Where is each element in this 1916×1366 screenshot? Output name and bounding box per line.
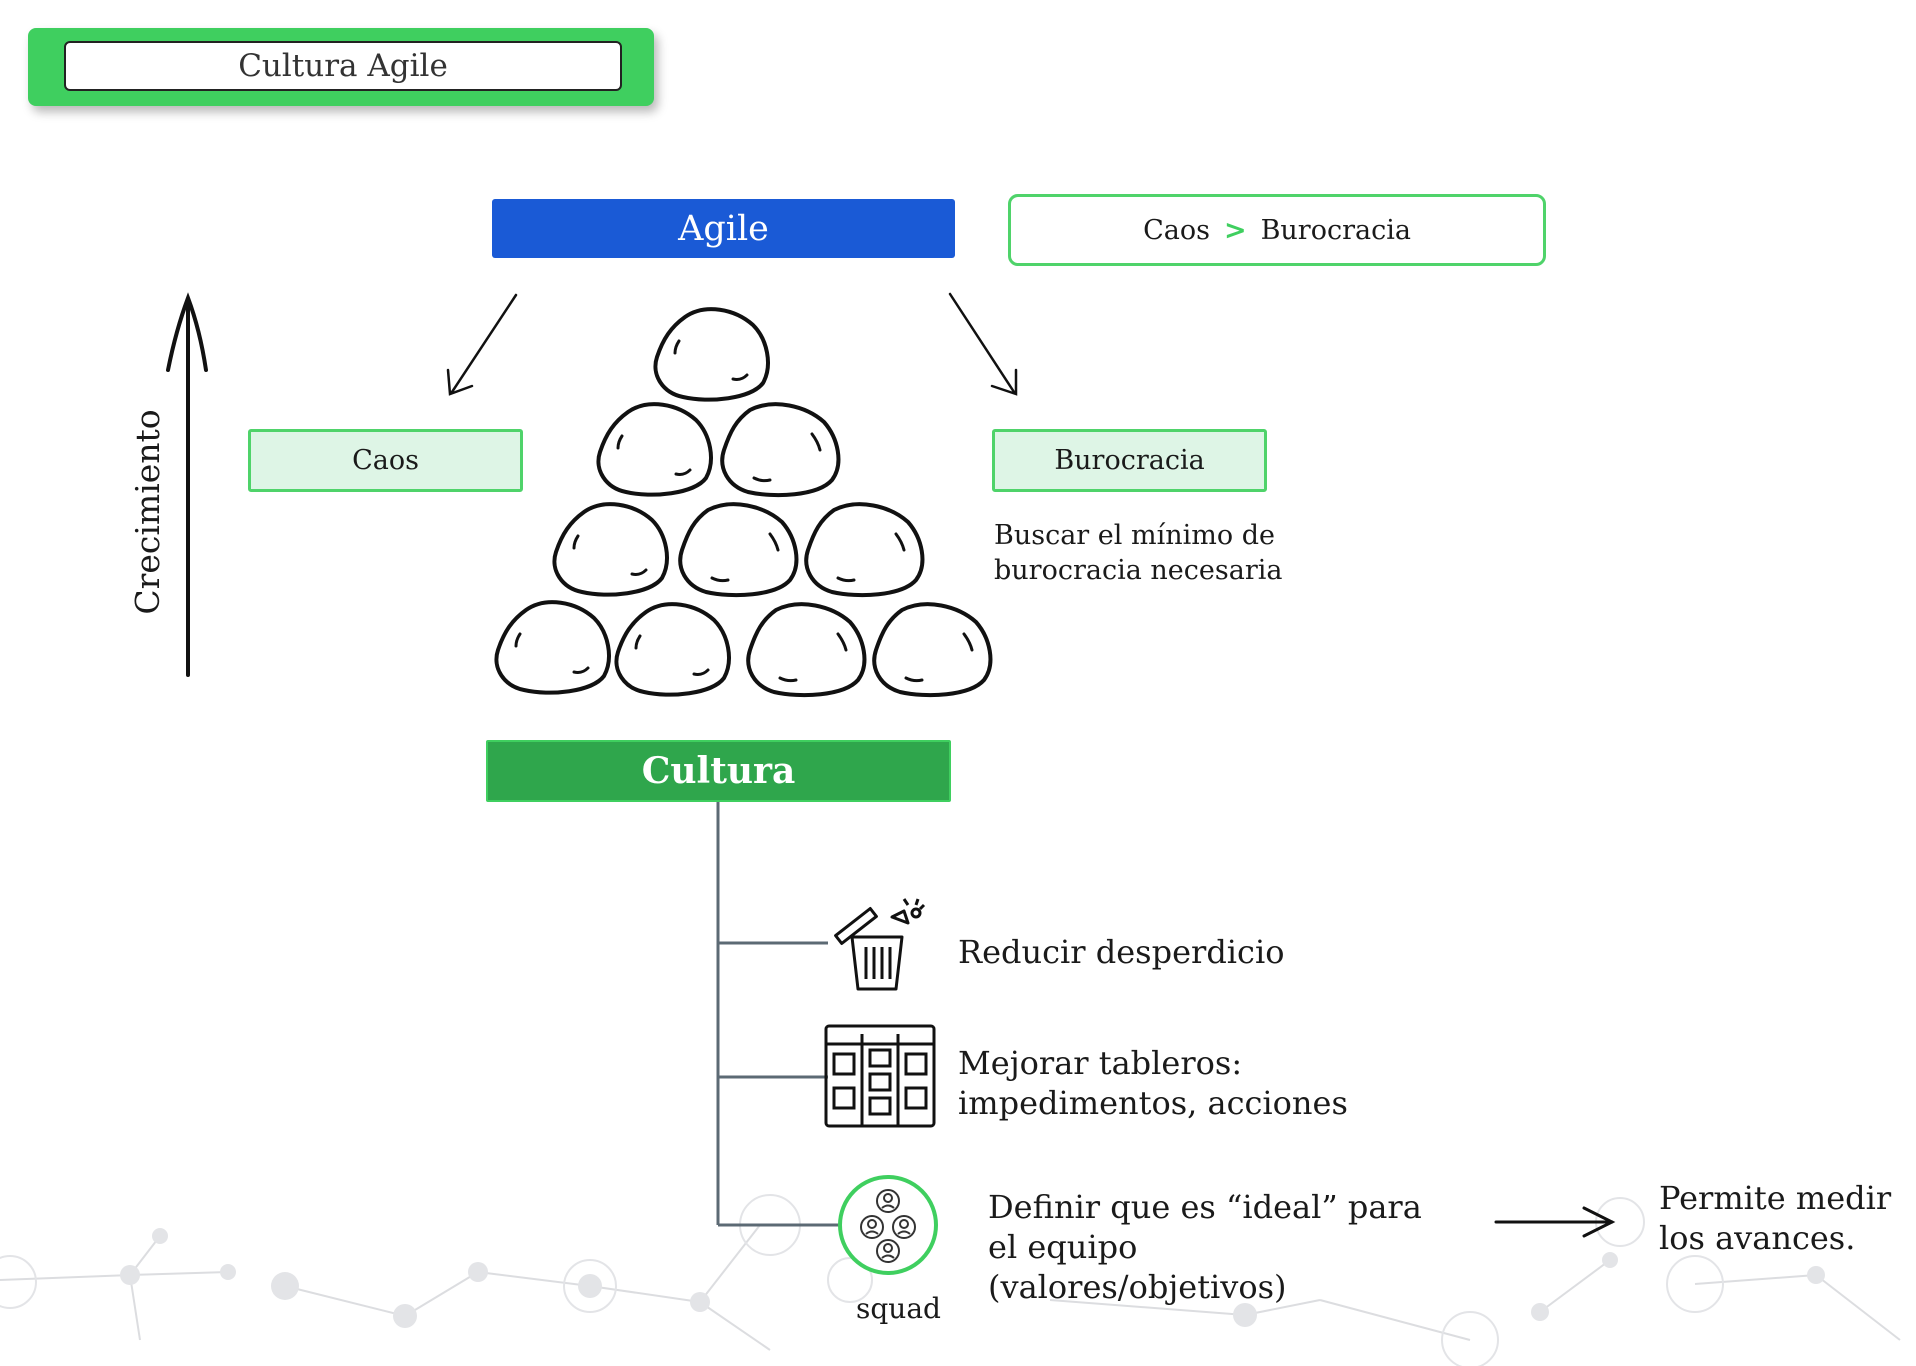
comparison-operator: > (1223, 214, 1247, 246)
item-definir-ideal: Definir que es “ideal” para el equipo (v… (988, 1188, 1422, 1306)
trash-icon (834, 898, 926, 991)
comparison-left: Caos (1143, 214, 1210, 246)
burocracia-note: Buscar el mínimo de burocracia necesaria (994, 520, 1283, 586)
arrow-to-burocracia (948, 292, 1018, 396)
cultura-tree (716, 802, 840, 1227)
kanban-board-icon (824, 1024, 936, 1128)
cultura-box: Cultura (486, 740, 951, 802)
team-icon (838, 1175, 938, 1275)
caos-box: Caos (248, 429, 523, 492)
item-reducir-desperdicio: Reducir desperdicio (958, 933, 1285, 971)
burocracia-box: Burocracia (992, 429, 1267, 492)
page-title: Cultura Agile (64, 41, 622, 91)
agile-box: Agile (492, 199, 955, 258)
growth-arrow (166, 292, 208, 677)
comparison-box: Caos > Burocracia (1008, 194, 1546, 266)
outcome-arrow (1494, 1206, 1616, 1238)
rock-pyramid (494, 307, 993, 698)
outcome-text: Permite medir los avances. (1659, 1179, 1892, 1257)
arrow-to-caos (446, 293, 518, 396)
comparison-right: Burocracia (1260, 214, 1411, 246)
item-mejorar-tableros: Mejorar tableros: impedimentos, acciones (958, 1044, 1348, 1122)
squad-label: squad (856, 1292, 941, 1325)
